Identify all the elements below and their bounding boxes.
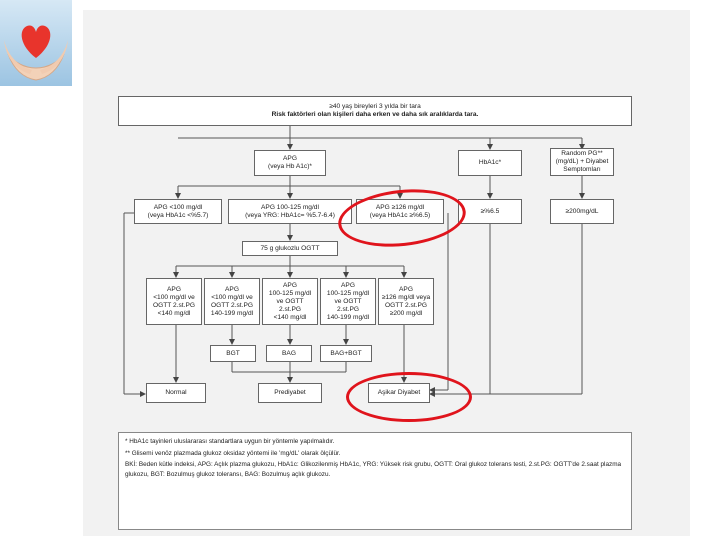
ogtt-result-1-line1: APG <box>167 285 181 293</box>
normal-box: Normal <box>146 383 206 403</box>
ogtt-result-box-2: APG <100 mg/dl ve OGTT 2.st.PG 140-199 m… <box>204 278 260 325</box>
apg-ge126-line2: (veya HbA1c ≥%6.5) <box>369 211 431 219</box>
random-ge200-label: ≥200mg/dL <box>565 207 599 215</box>
apg-lt100-line2: (veya HbA1c <%5.7) <box>147 211 209 219</box>
random-box-line3: Semptomları <box>563 166 601 173</box>
bgt-box: BGT <box>210 345 256 362</box>
random-ge200-box: ≥200mg/dL <box>550 199 614 224</box>
ogtt-result-2-line1: APG <box>225 285 239 293</box>
apg-lt100-line1: APG <100 mg/dl <box>153 203 203 211</box>
ogtt-result-2-line4: 140-199 mg/dl <box>210 309 254 317</box>
prediyabet-label: Prediyabet <box>274 389 306 396</box>
footnote-abbreviations: BKİ: Beden kütle indeksi, APG: Açlık pla… <box>125 461 622 478</box>
ogtt-result-1-line3: OGTT 2.st.PG <box>152 301 195 309</box>
ogtt-result-4-line4: 140-199 mg/dl <box>326 313 370 321</box>
screening-box: ≥40 yaş bireyleri 3 yılda bir tara Risk … <box>118 96 632 126</box>
ogtt-result-5-line1: APG <box>399 285 413 293</box>
ogtt-result-1-line2: <100 mg/dl ve <box>153 293 195 301</box>
screening-line1: ≥40 yaş bireyleri 3 yılda bir tara <box>329 103 421 110</box>
apg-box-line2: (veya Hb A1c)* <box>268 163 312 170</box>
bag-bgt-label: BAG+BGT <box>330 349 362 357</box>
hba1c-ge65-box: ≥%6.5 <box>458 199 522 224</box>
hba1c-box-label: HbA1c* <box>478 159 502 166</box>
hba1c-ge65-label: ≥%6.5 <box>480 207 500 215</box>
ogtt-label: 75 g glukozlu OGTT <box>260 244 320 252</box>
random-pg-box: Random PG** (mg/dL) + Diyabet Semptomlar… <box>550 148 614 176</box>
bgt-label: BGT <box>226 349 240 357</box>
ogtt-result-5-line4: ≥200 mg/dl <box>389 309 423 317</box>
bag-box: BAG <box>266 345 312 362</box>
screening-line2: Risk faktörleri olan kişileri daha erken… <box>271 111 479 118</box>
ogtt-result-2-line2: <100 mg/dl ve <box>211 293 253 301</box>
apg-lt100-box: APG <100 mg/dl (veya HbA1c <%5.7) <box>134 199 222 224</box>
bag-bgt-box: BAG+BGT <box>320 345 372 362</box>
ogtt-result-3-line1: APG <box>283 281 297 289</box>
footnotes-box: * HbA1c tayinleri uluslararası standartl… <box>118 432 632 530</box>
footnote-2: ** Glisemi venöz plazmada glukoz oksidaz… <box>125 449 341 457</box>
random-box-line2: (mg/dL) + Diyabet <box>555 158 609 165</box>
normal-label: Normal <box>165 389 187 396</box>
apg-ge126-box: APG ≥126 mg/dl (veya HbA1c ≥%6.5) <box>356 199 444 224</box>
footnote-1: * HbA1c tayinleri uluslararası standartl… <box>125 438 335 445</box>
ogtt-result-1-line4: <140 mg/dl <box>157 309 191 317</box>
apg-100-125-line2: (veya YRG: HbA1c= %5.7-6.4) <box>245 211 335 219</box>
apg-ge126-line1: APG ≥126 mg/dl <box>375 203 425 211</box>
hba1c-box: HbA1c* <box>458 150 522 176</box>
ogtt-box: 75 g glukozlu OGTT <box>242 241 338 256</box>
ogtt-result-2-line3: OGTT 2.st.PG <box>210 301 253 309</box>
apg-100-125-line1: APG 100-125 mg/dl <box>261 203 319 211</box>
apg-box: APG (veya Hb A1c)* <box>254 150 326 176</box>
ogtt-result-5-line3: OGTT 2.st.PG <box>384 301 427 309</box>
apg-100-125-box: APG 100-125 mg/dl (veya YRG: HbA1c= %5.7… <box>228 199 352 224</box>
ogtt-result-4-line1: APG <box>341 281 355 289</box>
highlight-ring-asikar-diyabet <box>346 372 472 422</box>
ogtt-result-box-1: APG <100 mg/dl ve OGTT 2.st.PG <140 mg/d… <box>146 278 202 325</box>
prediyabet-box: Prediyabet <box>258 383 322 403</box>
ogtt-result-4-line2: 100-125 mg/dl <box>326 289 370 297</box>
ogtt-result-3-line2: 100-125 mg/dl <box>268 289 312 297</box>
ogtt-result-box-3: APG 100-125 mg/dl ve OGTT 2.st.PG <140 m… <box>262 278 318 325</box>
ogtt-result-3-line4: <140 mg/dl <box>273 313 307 321</box>
random-box-line1: Random PG** <box>561 150 603 157</box>
apg-box-line1: APG <box>283 155 297 162</box>
ogtt-result-3-line3: ve OGTT 2.st.PG <box>276 297 304 313</box>
ogtt-result-box-5: APG ≥126 mg/dl veya OGTT 2.st.PG ≥200 mg… <box>378 278 434 325</box>
ogtt-result-4-line3: ve OGTT 2.st.PG <box>334 297 362 313</box>
ogtt-result-5-line2: ≥126 mg/dl veya <box>381 293 431 301</box>
bag-label: BAG <box>282 349 296 357</box>
ogtt-result-box-4: APG 100-125 mg/dl ve OGTT 2.st.PG 140-19… <box>320 278 376 325</box>
logo-heart-hands <box>0 0 72 86</box>
